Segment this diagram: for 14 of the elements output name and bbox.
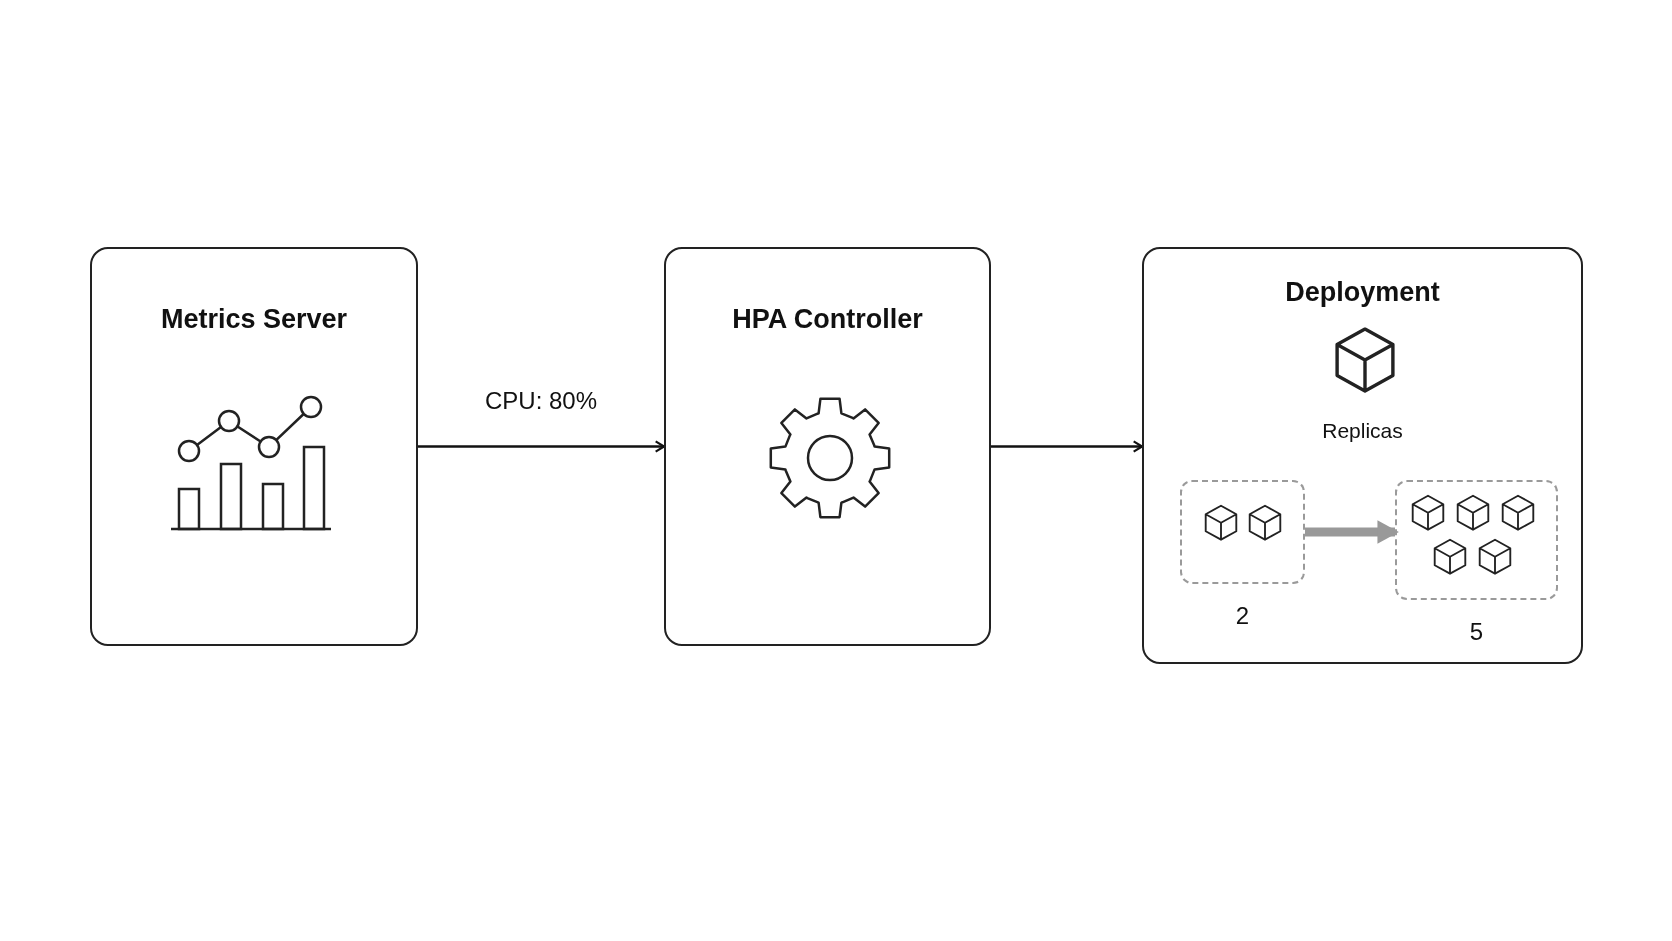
arrow (418, 440, 666, 453)
node-title: Deployment (1284, 277, 1441, 308)
replica-count: 5 (1468, 618, 1485, 646)
node-title: HPA Controller (731, 304, 924, 335)
component-box (1142, 247, 1583, 664)
node-label: Replicas (1321, 419, 1404, 443)
arrow (991, 440, 1144, 453)
dashed-group-box (1180, 480, 1305, 584)
dashed-group-box (1395, 480, 1558, 600)
component-box (90, 247, 418, 646)
node-title: Metrics Server (159, 304, 349, 335)
replica-count: 2 (1234, 602, 1251, 630)
component-box (664, 247, 991, 646)
arrow (1305, 520, 1399, 544)
